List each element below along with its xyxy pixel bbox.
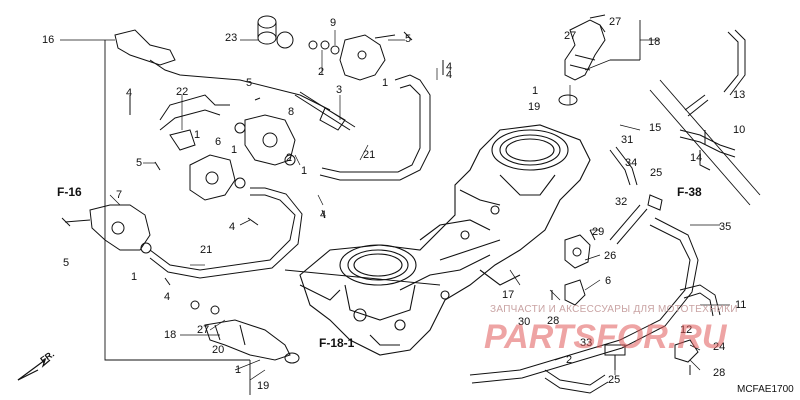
callout-9: 9 <box>330 17 337 29</box>
callout-1-right: 1 <box>301 165 308 177</box>
callout-34: 34 <box>625 157 638 169</box>
callout-19-lower: 19 <box>257 380 270 392</box>
sensor-26 <box>564 234 591 269</box>
callout-2-mid: 2 <box>286 152 293 164</box>
callout-4-top: 4 <box>446 61 453 73</box>
callout-6-right: 6 <box>605 275 612 287</box>
ref-f38: F-38 <box>677 185 702 199</box>
hose-2-lower <box>544 369 609 394</box>
callout-2-lower: 2 <box>566 354 573 366</box>
callout-28-mid: 28 <box>547 315 560 327</box>
callout-25-upper: 25 <box>650 167 663 179</box>
callout-32: 32 <box>615 196 628 208</box>
callout-27-top: 27 <box>609 16 622 28</box>
callout-18-upper: 18 <box>648 36 661 48</box>
callout-29: 29 <box>592 226 605 238</box>
callout-20: 20 <box>212 344 225 356</box>
pipe-21-lower <box>149 187 303 279</box>
callout-35: 35 <box>719 221 732 233</box>
valve-3 <box>294 91 356 131</box>
washers <box>140 40 340 315</box>
callout-5-upper: 5 <box>246 77 253 89</box>
callout-27-injector: 27 <box>564 30 577 42</box>
ref-f16: F-16 <box>57 185 82 199</box>
callout-5-top: 5 <box>405 33 412 45</box>
callout-19-upper: 19 <box>528 101 541 113</box>
part-23 <box>257 15 294 49</box>
callout-4-bottom: 4 <box>164 291 171 303</box>
callout-4-left: 4 <box>126 87 133 99</box>
hose-top-right <box>684 29 746 117</box>
callout-1-injector: 1 <box>532 85 539 97</box>
callout-8: 8 <box>288 106 295 118</box>
clamp-24 <box>674 339 699 363</box>
callout-25-lower: 25 <box>608 374 621 386</box>
callout-2-top: 2 <box>318 66 325 78</box>
throttle-body-housing <box>299 124 591 356</box>
callout-12: 12 <box>680 324 693 336</box>
callout-27-lower: 27 <box>197 324 210 336</box>
callout-21-upper: 21 <box>363 149 376 161</box>
callout-1-bottom: 1 <box>235 364 242 376</box>
callout-24: 24 <box>713 341 726 353</box>
callout-18-lower: 18 <box>164 329 177 341</box>
callout-4-lower: 4 <box>229 221 236 233</box>
callout-1-center: 1 <box>231 144 238 156</box>
callout-1-lower: 1 <box>131 271 138 283</box>
bracket-6 <box>564 279 586 306</box>
callout-1-top: 1 <box>382 77 389 89</box>
callout-26: 26 <box>604 250 617 262</box>
tee-fitting-10 <box>679 129 736 171</box>
callout-17: 17 <box>502 289 515 301</box>
sensor-7 <box>61 204 151 251</box>
callout-4-mid: 4 <box>320 209 327 221</box>
hose-35 <box>469 217 699 384</box>
callout-16: 16 <box>42 34 55 46</box>
callout-13: 13 <box>733 89 746 101</box>
bracket-upper <box>339 34 396 81</box>
callout-3: 3 <box>336 84 343 96</box>
callout-7: 7 <box>116 189 123 201</box>
ref-f18-1: F-18-1 <box>319 336 355 350</box>
bolts <box>129 24 691 375</box>
callout-11: 11 <box>735 299 747 311</box>
callout-1-mid: 1 <box>194 129 201 141</box>
pipe-21-upper <box>319 74 431 181</box>
injector-upper <box>558 14 606 106</box>
bracket-8 <box>189 114 296 201</box>
front-arrow <box>17 358 51 381</box>
watermark-logo: PARTSFOR.RU <box>484 318 727 356</box>
callout-30: 30 <box>518 316 531 328</box>
sensor-top-left <box>114 29 331 111</box>
callout-22: 22 <box>176 86 189 98</box>
clamp-22 <box>159 94 230 151</box>
callout-10: 10 <box>733 124 746 136</box>
callout-33: 33 <box>580 337 593 349</box>
joint-33 <box>604 344 626 370</box>
diagram-code: MCFAE1700 <box>737 384 794 395</box>
callout-14: 14 <box>690 152 703 164</box>
callout-6-left: 6 <box>215 136 222 148</box>
callout-4-right: 4 <box>446 69 453 81</box>
callout-23: 23 <box>225 32 238 44</box>
injector-lower <box>204 319 300 364</box>
callout-21-lower: 21 <box>200 244 213 256</box>
callout-15: 15 <box>649 122 662 134</box>
callout-5-left: 5 <box>136 157 143 169</box>
watermark-text: ЗАПЧАСТИ И АКСЕССУАРЫ ДЛЯ МОТОТЕХНИКИ <box>490 304 738 315</box>
callout-28-bottom: 28 <box>713 367 726 379</box>
callout-5-bottom: 5 <box>63 257 70 269</box>
pipe-32 <box>609 194 663 245</box>
callout-31: 31 <box>621 134 634 146</box>
hose-34 <box>609 146 638 186</box>
hose-11 <box>679 284 721 317</box>
